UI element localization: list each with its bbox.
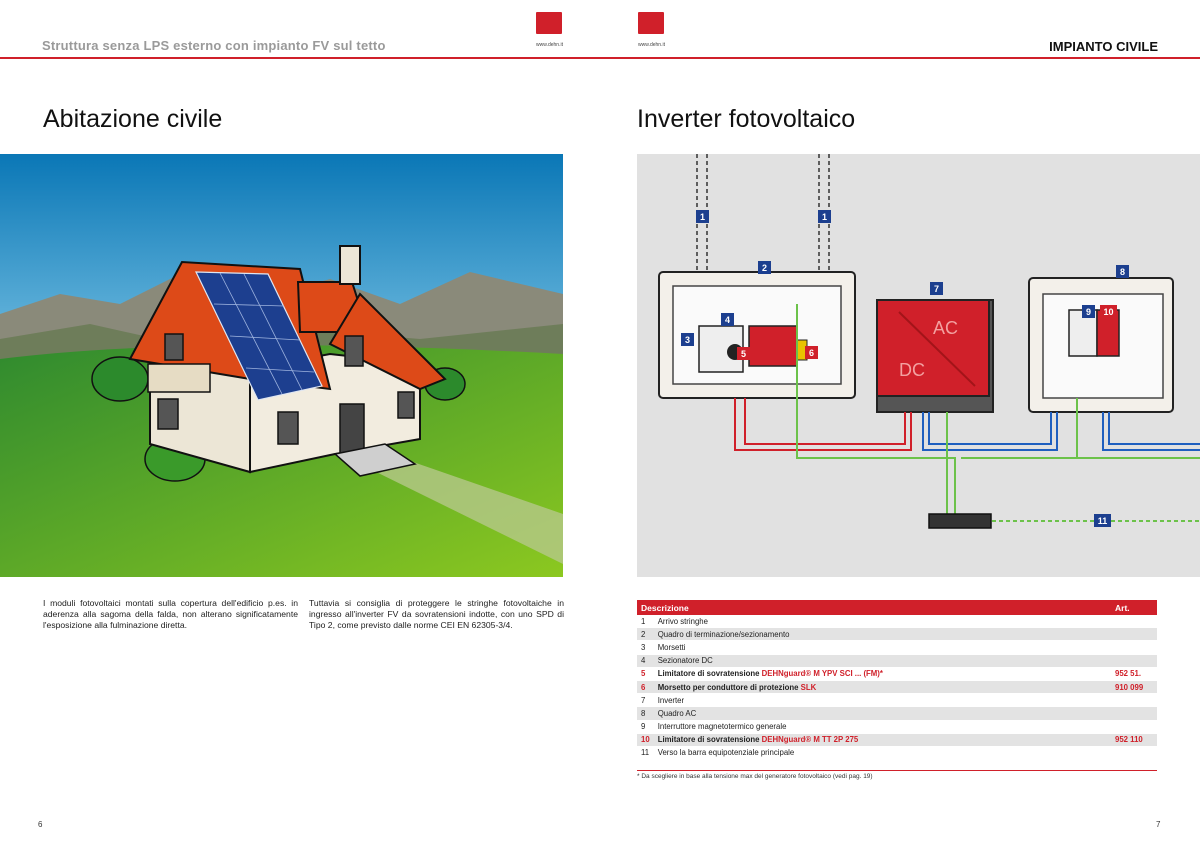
row-description: Verso la barra equipotenziale principale: [653, 746, 1111, 761]
row-article-number: [1111, 706, 1157, 721]
row-number: 1: [637, 615, 654, 629]
callout-4: 4: [725, 315, 730, 325]
logo-url: www.dehn.it: [536, 42, 563, 48]
row-article-number: [1111, 615, 1157, 629]
row-description-text: Sezionatore DC: [657, 656, 713, 666]
callout-10: 10: [1103, 307, 1113, 317]
row-product-name: DEHNguard® M YPV SCI ... (FM)*: [761, 669, 883, 679]
row-description-text: Morsetto per conduttore di protezione: [657, 682, 801, 692]
callout-1b: 1: [822, 212, 827, 222]
row-number: 2: [637, 627, 654, 642]
row-number: 11: [637, 746, 654, 761]
inverter-ac-label: AC: [933, 318, 958, 338]
row-number: 3: [637, 640, 654, 655]
callout-3: 3: [685, 335, 690, 345]
row-article-number: [1111, 640, 1157, 655]
row-number: 10: [637, 733, 654, 747]
row-number: 9: [637, 720, 654, 734]
page-number-right: 7: [1156, 820, 1161, 829]
row-article-number: [1111, 654, 1157, 668]
row-description: Quadro AC: [653, 706, 1111, 721]
row-number: 4: [637, 654, 654, 668]
row-article-number: [1111, 746, 1157, 761]
row-description-text: Verso la barra equipotenziale principale: [657, 748, 795, 758]
row-product-name: SLK: [800, 682, 817, 692]
header-description: Descrizione: [637, 600, 1111, 615]
logo-url: www.dehn.it: [638, 42, 665, 48]
row-article-number: [1111, 720, 1157, 734]
callout-2: 2: [762, 263, 767, 273]
row-description: Quadro di terminazione/sezionamento: [653, 627, 1111, 642]
row-description: Interruttore magnetotermico generale: [653, 720, 1111, 734]
row-description: Limitatore di sovratensione DEHNguard® M…: [653, 667, 1111, 681]
row-description: Limitatore di sovratensione DEHNguard® M…: [653, 733, 1111, 747]
row-article-number: 910 099: [1111, 680, 1157, 695]
dehn-logo-left: www.dehn.it: [536, 12, 563, 52]
dehn-logo-right: www.dehn.it: [638, 12, 665, 52]
row-number: 6: [637, 680, 654, 695]
row-description: Morsetti: [653, 640, 1111, 655]
header-rule-right: [600, 57, 1200, 59]
row-description-text: Interruttore magnetotermico generale: [657, 722, 787, 732]
row-article-number: [1111, 693, 1157, 708]
callout-11: 11: [1098, 516, 1108, 526]
row-description-text: Morsetti: [657, 642, 686, 652]
row-article-number: 952 110: [1111, 733, 1157, 747]
row-number: 8: [637, 706, 654, 721]
row-description: Morsetto per conduttore di protezione SL…: [653, 680, 1111, 695]
row-product-name: DEHNguard® M TT 2P 275: [761, 735, 859, 745]
callout-5: 5: [741, 349, 746, 359]
table-bottom-rule: [637, 770, 1157, 771]
row-description-text: Quadro di terminazione/sezionamento: [657, 629, 790, 639]
header-rule-left: [0, 57, 600, 59]
row-article-number: 952 51.: [1111, 667, 1157, 681]
page-title-left: Abitazione civile: [43, 105, 223, 133]
running-header-right: IMPIANTO CIVILE: [1049, 39, 1158, 54]
running-header-left: Struttura senza LPS esterno con impianto…: [42, 38, 386, 53]
table-header: Descrizione Art.: [637, 600, 1157, 615]
inverter-dc-label: DC: [899, 360, 925, 380]
page-number-left: 6: [38, 820, 43, 829]
paragraph-left: I moduli fotovoltaici montati sulla cope…: [43, 598, 298, 631]
row-number: 7: [637, 693, 654, 708]
row-description-text: Arrivo stringhe: [657, 616, 708, 626]
row-description: Arrivo stringhe: [653, 615, 1111, 629]
inverter-diagram: AC DC 1 1 2 3 4 5 6 7 8 9 10 11: [637, 154, 1200, 577]
callout-6: 6: [809, 348, 814, 358]
paragraph-right: Tuttavia si consiglia di proteggere le s…: [309, 598, 564, 631]
house-illustration: [0, 154, 563, 577]
table-footnote: * Da scegliere in base alla tensione max…: [637, 773, 873, 780]
row-description-text: Limitatore di sovratensione: [657, 735, 762, 745]
row-description: Inverter: [653, 693, 1111, 708]
row-description-text: Quadro AC: [657, 708, 697, 718]
row-description-text: Limitatore di sovratensione: [657, 669, 762, 679]
row-description-text: Inverter: [657, 695, 685, 705]
callout-1a: 1: [700, 212, 705, 222]
page-title-right: Inverter fotovoltaico: [637, 105, 856, 133]
row-number: 5: [637, 667, 654, 681]
callout-8: 8: [1120, 267, 1125, 277]
callout-9: 9: [1086, 307, 1091, 317]
row-article-number: [1111, 627, 1157, 642]
callout-7: 7: [934, 284, 939, 294]
row-description: Sezionatore DC: [653, 654, 1111, 668]
header-art: Art.: [1111, 600, 1157, 615]
